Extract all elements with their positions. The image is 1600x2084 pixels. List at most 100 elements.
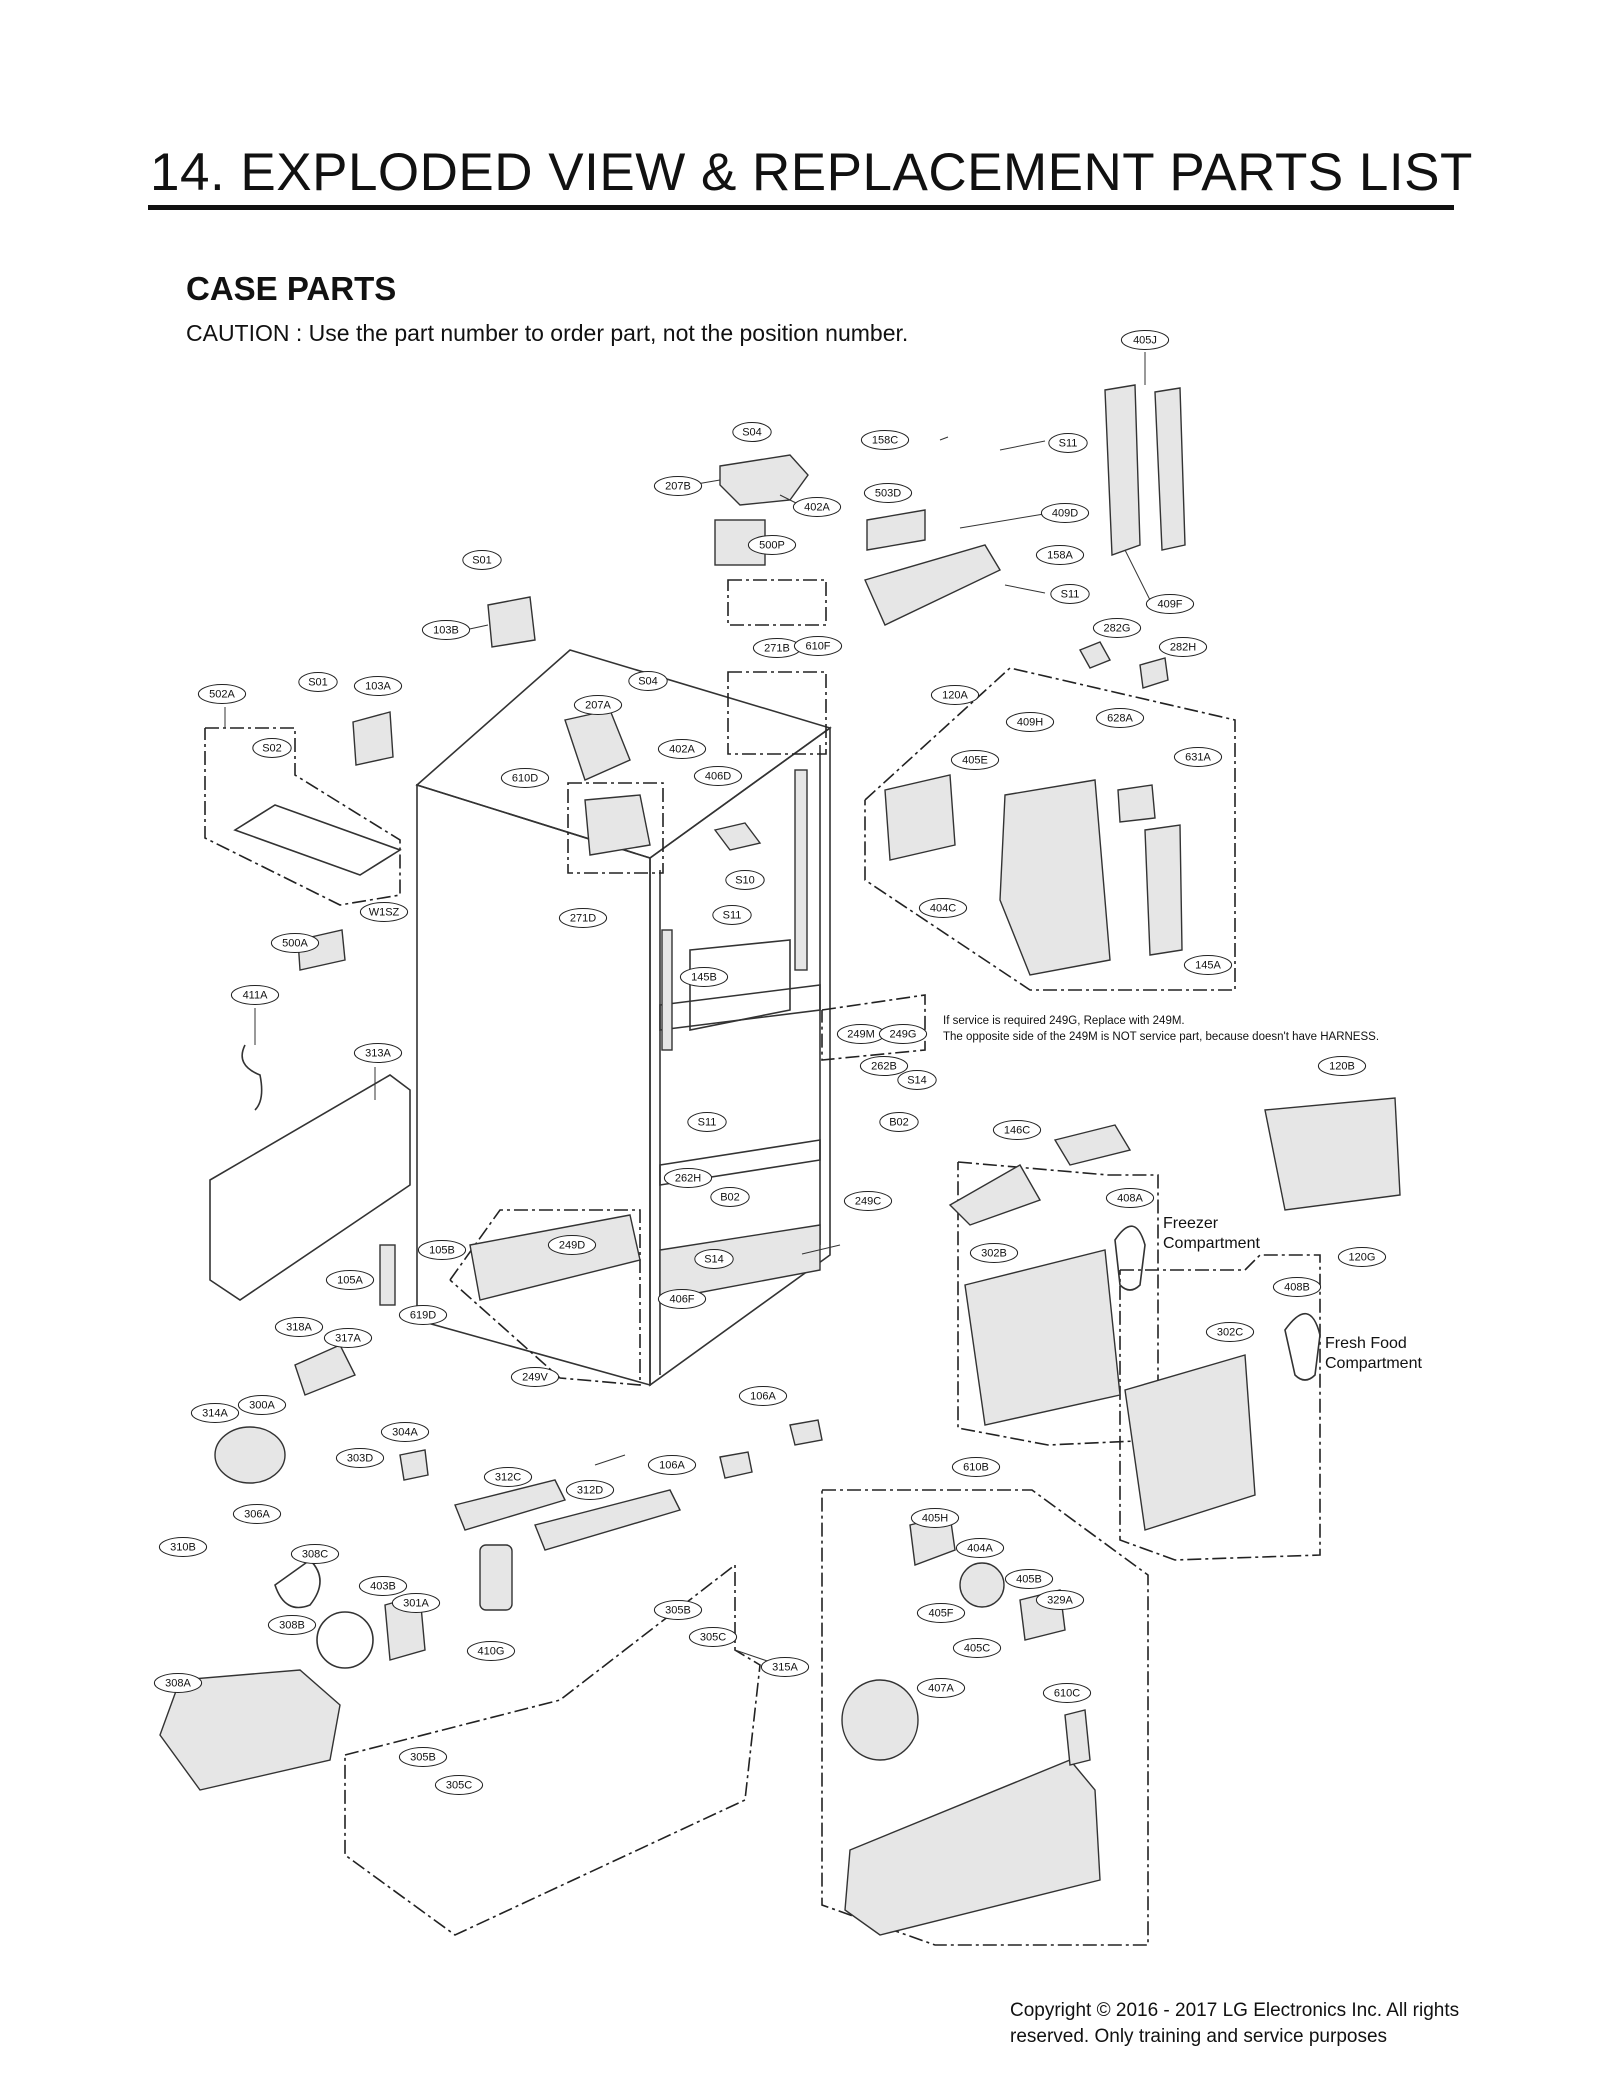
callout-text: W1SZ xyxy=(369,907,400,919)
callout-text: 282H xyxy=(1170,642,1196,654)
callout-315a: 315A xyxy=(760,1657,810,1677)
callout-text: 207A xyxy=(585,700,611,712)
callout-405c: 405C xyxy=(952,1638,1002,1658)
callout-305c: 305C xyxy=(688,1627,738,1647)
callout-text: 407A xyxy=(928,1683,954,1695)
callout-158a: 158A xyxy=(1035,545,1085,565)
callout-619d: 619D xyxy=(398,1305,448,1325)
callout-text: 145B xyxy=(691,972,717,984)
callout-313a: 313A xyxy=(353,1043,403,1063)
callout-text: 619D xyxy=(410,1310,436,1322)
callout-text: 308C xyxy=(302,1549,328,1561)
callout-text: 207B xyxy=(665,481,691,493)
callout-text: 402A xyxy=(669,744,695,756)
callout-262b: 262B xyxy=(859,1056,909,1076)
callout-s14: S14 xyxy=(694,1249,734,1269)
callout-text: 405E xyxy=(962,755,988,767)
callout-text: 631A xyxy=(1185,752,1211,764)
callout-610d: 610D xyxy=(500,768,550,788)
callout-404a: 404A xyxy=(955,1538,1005,1558)
callout-text: 305B xyxy=(410,1752,436,1764)
callout-411a: 411A xyxy=(230,985,280,1005)
callout-249v: 249V xyxy=(510,1367,560,1387)
callout-404c: 404C xyxy=(918,898,968,918)
callout-405e: 405E xyxy=(950,750,1000,770)
callout-text: S11 xyxy=(1059,438,1078,450)
callout-text: 314A xyxy=(202,1408,228,1420)
callout-405b: 405B xyxy=(1004,1569,1054,1589)
callout-158c: 158C xyxy=(860,430,910,450)
callout-text: 105B xyxy=(429,1245,455,1257)
callout-text: 318A xyxy=(286,1322,312,1334)
callout-610f: 610F xyxy=(793,636,843,656)
callout-s02: S02 xyxy=(252,738,292,758)
callout-406d: 406D xyxy=(693,766,743,786)
callout-502a: 502A xyxy=(197,684,247,704)
callout-text: 105A xyxy=(337,1275,363,1287)
callout-text: 158C xyxy=(872,435,898,447)
callout-308c: 308C xyxy=(290,1544,340,1564)
callout-406f: 406F xyxy=(657,1289,707,1309)
callout-text: 106A xyxy=(659,1460,685,1472)
callout-106a: 106A xyxy=(647,1455,697,1475)
callout-302b: 302B xyxy=(969,1243,1019,1263)
callout-403b: 403B xyxy=(358,1576,408,1596)
callout-610b: 610B xyxy=(951,1457,1001,1477)
section-heading: CASE PARTS xyxy=(186,270,397,307)
callout-text: 300A xyxy=(249,1400,275,1412)
callout-text: 249G xyxy=(890,1029,917,1041)
callout-b02: B02 xyxy=(879,1112,919,1132)
callout-text: 409H xyxy=(1017,717,1043,729)
callout-text: S14 xyxy=(907,1075,927,1087)
callout-text: 302C xyxy=(1217,1327,1243,1339)
callout-262h: 262H xyxy=(663,1168,713,1188)
callout-text: 503D xyxy=(875,488,901,500)
callout-text: 271D xyxy=(570,913,596,925)
callout-text: 282G xyxy=(1104,623,1131,635)
callout-text: 405C xyxy=(964,1643,990,1655)
callout-407a: 407A xyxy=(916,1678,966,1698)
callout-text: 306A xyxy=(244,1509,270,1521)
callout-409f: 409F xyxy=(1145,594,1195,614)
callout-329a: 329A xyxy=(1035,1590,1085,1610)
callout-text: 405B xyxy=(1016,1574,1042,1586)
callout-text: 249D xyxy=(559,1240,585,1252)
callout-text: 303D xyxy=(347,1453,373,1465)
callout-text: 249M xyxy=(847,1029,875,1041)
callout-312d: 312D xyxy=(565,1480,615,1500)
callout-249g: 249G xyxy=(878,1024,928,1044)
callout-503d: 503D xyxy=(863,483,913,503)
callout-text: 317A xyxy=(335,1333,361,1345)
callout-s11: S11 xyxy=(712,905,752,925)
callout-120a: 120A xyxy=(930,685,980,705)
callout-312c: 312C xyxy=(483,1467,533,1487)
callout-text: 410G xyxy=(478,1646,505,1658)
callout-text: 312C xyxy=(495,1472,521,1484)
callout-500p: 500P xyxy=(747,535,797,555)
callout-text: 271B xyxy=(764,643,790,655)
callout-text: 158A xyxy=(1047,550,1073,562)
callout-text: 120B xyxy=(1329,1061,1355,1073)
callout-text: S11 xyxy=(1061,589,1080,601)
cabinet xyxy=(415,649,832,1387)
callout-s01: S01 xyxy=(298,672,338,692)
callout-308b: 308B xyxy=(267,1615,317,1635)
callout-text: 249V xyxy=(522,1372,548,1384)
callout-305c: 305C xyxy=(434,1775,484,1795)
callout-120b: 120B xyxy=(1317,1056,1367,1076)
callout-207a: 207A xyxy=(573,695,623,715)
callout-text: 502A xyxy=(209,689,235,701)
callout-631a: 631A xyxy=(1173,747,1223,767)
callout-text: 146C xyxy=(1004,1125,1030,1137)
callout-text: 500P xyxy=(759,540,785,552)
dashed-group-outlines xyxy=(204,579,1321,1946)
callout-text: S04 xyxy=(638,676,658,688)
callout-310b: 310B xyxy=(158,1537,208,1557)
callout-text: 305B xyxy=(665,1605,691,1617)
callout-text: 308B xyxy=(279,1620,305,1632)
callout-103b: 103B xyxy=(421,620,471,640)
callout-text: 302B xyxy=(981,1248,1007,1260)
callout-409h: 409H xyxy=(1005,712,1055,732)
